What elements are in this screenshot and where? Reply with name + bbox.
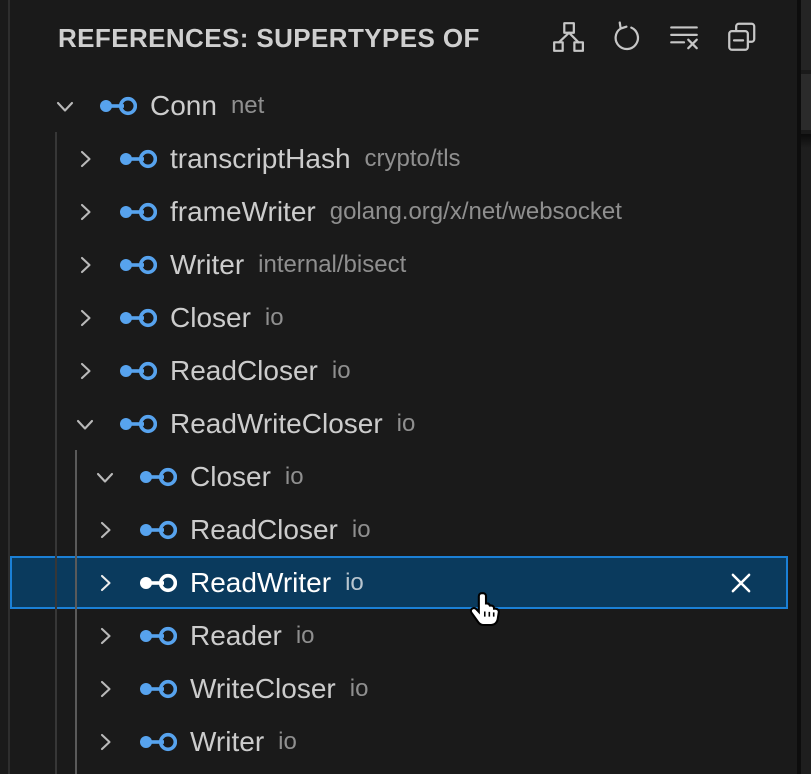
collapse-all-icon bbox=[725, 20, 759, 57]
symbol-interface-icon bbox=[139, 675, 178, 703]
chevron-right-icon[interactable] bbox=[73, 147, 97, 171]
panel-toolbar bbox=[550, 20, 760, 56]
symbol-name: Closer bbox=[170, 301, 251, 333]
type-hierarchy-icon bbox=[551, 20, 585, 57]
symbol-package: golang.org/x/net/websocket bbox=[329, 197, 622, 225]
symbol-interface-icon bbox=[119, 357, 158, 385]
symbol-name: ReadWriter bbox=[190, 566, 332, 598]
panel-left-border bbox=[8, 0, 10, 774]
clear-all-button[interactable] bbox=[666, 20, 702, 56]
refresh-icon bbox=[609, 20, 643, 57]
chevron-right-icon[interactable] bbox=[93, 730, 117, 754]
editor-edge bbox=[801, 0, 811, 774]
symbol-package: io bbox=[284, 462, 304, 490]
chevron-right-icon[interactable] bbox=[93, 571, 117, 595]
chevron-down-icon[interactable] bbox=[73, 412, 97, 436]
symbol-package: io bbox=[331, 356, 351, 384]
symbol-interface-icon bbox=[139, 463, 178, 491]
chevron-right-icon[interactable] bbox=[93, 624, 117, 648]
refresh-button[interactable] bbox=[608, 20, 644, 56]
type-hierarchy-button[interactable] bbox=[550, 20, 586, 56]
tree-row[interactable]: ReadCloser io bbox=[10, 344, 788, 397]
chevron-right-icon[interactable] bbox=[73, 200, 97, 224]
symbol-name: Closer bbox=[190, 460, 271, 492]
symbol-interface-icon bbox=[99, 92, 138, 120]
symbol-interface-icon bbox=[139, 569, 178, 597]
clear-all-icon bbox=[667, 20, 701, 57]
collapse-all-button[interactable] bbox=[724, 20, 760, 56]
chevron-right-icon[interactable] bbox=[93, 518, 117, 542]
symbol-name: Reader bbox=[190, 619, 282, 651]
symbol-interface-icon bbox=[119, 304, 158, 332]
symbol-name: Writer bbox=[170, 248, 245, 280]
chevron-right-icon[interactable] bbox=[73, 359, 97, 383]
tree-row[interactable]: transcriptHash crypto/tls bbox=[10, 132, 788, 185]
tree-row[interactable]: ReadWriter io bbox=[10, 556, 788, 609]
symbol-name: Conn bbox=[150, 89, 217, 121]
symbol-name: ReadCloser bbox=[190, 513, 338, 545]
symbol-package: io bbox=[295, 621, 315, 649]
panel-title: REFERENCES: SUPERTYPES OF bbox=[58, 22, 480, 53]
chevron-right-icon[interactable] bbox=[73, 306, 97, 330]
tree-row[interactable]: Reader io bbox=[10, 609, 788, 662]
symbol-interface-icon bbox=[139, 516, 178, 544]
editor-edge-top bbox=[801, 0, 811, 70]
tree-row[interactable]: ReadCloser io bbox=[10, 503, 788, 556]
symbol-interface-icon bbox=[139, 728, 178, 756]
tree-row[interactable]: frameWriter golang.org/x/net/websocket bbox=[10, 185, 788, 238]
symbol-package: io bbox=[351, 515, 371, 543]
symbol-name: Writer bbox=[190, 725, 265, 757]
chevron-down-icon[interactable] bbox=[93, 465, 117, 489]
symbol-interface-icon bbox=[139, 622, 178, 650]
tree-row[interactable]: Writer io bbox=[10, 715, 788, 768]
chevron-down-icon[interactable] bbox=[53, 94, 77, 118]
panel-right-divider bbox=[797, 0, 801, 774]
symbol-package: io bbox=[396, 409, 416, 437]
symbol-package: net bbox=[230, 91, 265, 119]
chevron-right-icon[interactable] bbox=[73, 253, 97, 277]
editor-edge-bottom bbox=[801, 134, 811, 774]
symbol-interface-icon bbox=[119, 410, 158, 438]
tree-row[interactable]: Writer internal/bisect bbox=[10, 238, 788, 291]
tree-row[interactable]: WriteCloser io bbox=[10, 662, 788, 715]
chevron-right-icon[interactable] bbox=[93, 677, 117, 701]
symbol-name: WriteCloser bbox=[190, 672, 336, 704]
symbol-name: ReadCloser bbox=[170, 354, 318, 386]
tree: Conn net transcriptHash crypto/tls bbox=[10, 79, 788, 768]
symbol-package: io bbox=[264, 303, 284, 331]
close-icon[interactable] bbox=[727, 569, 755, 597]
symbol-interface-icon bbox=[119, 251, 158, 279]
tree-row[interactable]: Conn net bbox=[10, 79, 788, 132]
symbol-interface-icon bbox=[119, 145, 158, 173]
symbol-name: ReadWriteCloser bbox=[170, 407, 383, 439]
symbol-package: io bbox=[349, 674, 369, 702]
tree-row[interactable]: Closer io bbox=[10, 450, 788, 503]
symbol-package: internal/bisect bbox=[258, 250, 407, 278]
symbol-package: io bbox=[278, 727, 297, 755]
panel-header: REFERENCES: SUPERTYPES OF bbox=[10, 0, 797, 76]
symbol-package: crypto/tls bbox=[364, 144, 461, 172]
symbol-package: io bbox=[345, 568, 364, 596]
symbol-name: transcriptHash bbox=[170, 142, 351, 174]
tree-row[interactable]: ReadWriteCloser io bbox=[10, 397, 788, 450]
tree-row[interactable]: Closer io bbox=[10, 291, 788, 344]
symbol-interface-icon bbox=[119, 198, 158, 226]
scrollbar-thumb[interactable] bbox=[801, 74, 811, 130]
symbol-name: frameWriter bbox=[170, 195, 316, 227]
